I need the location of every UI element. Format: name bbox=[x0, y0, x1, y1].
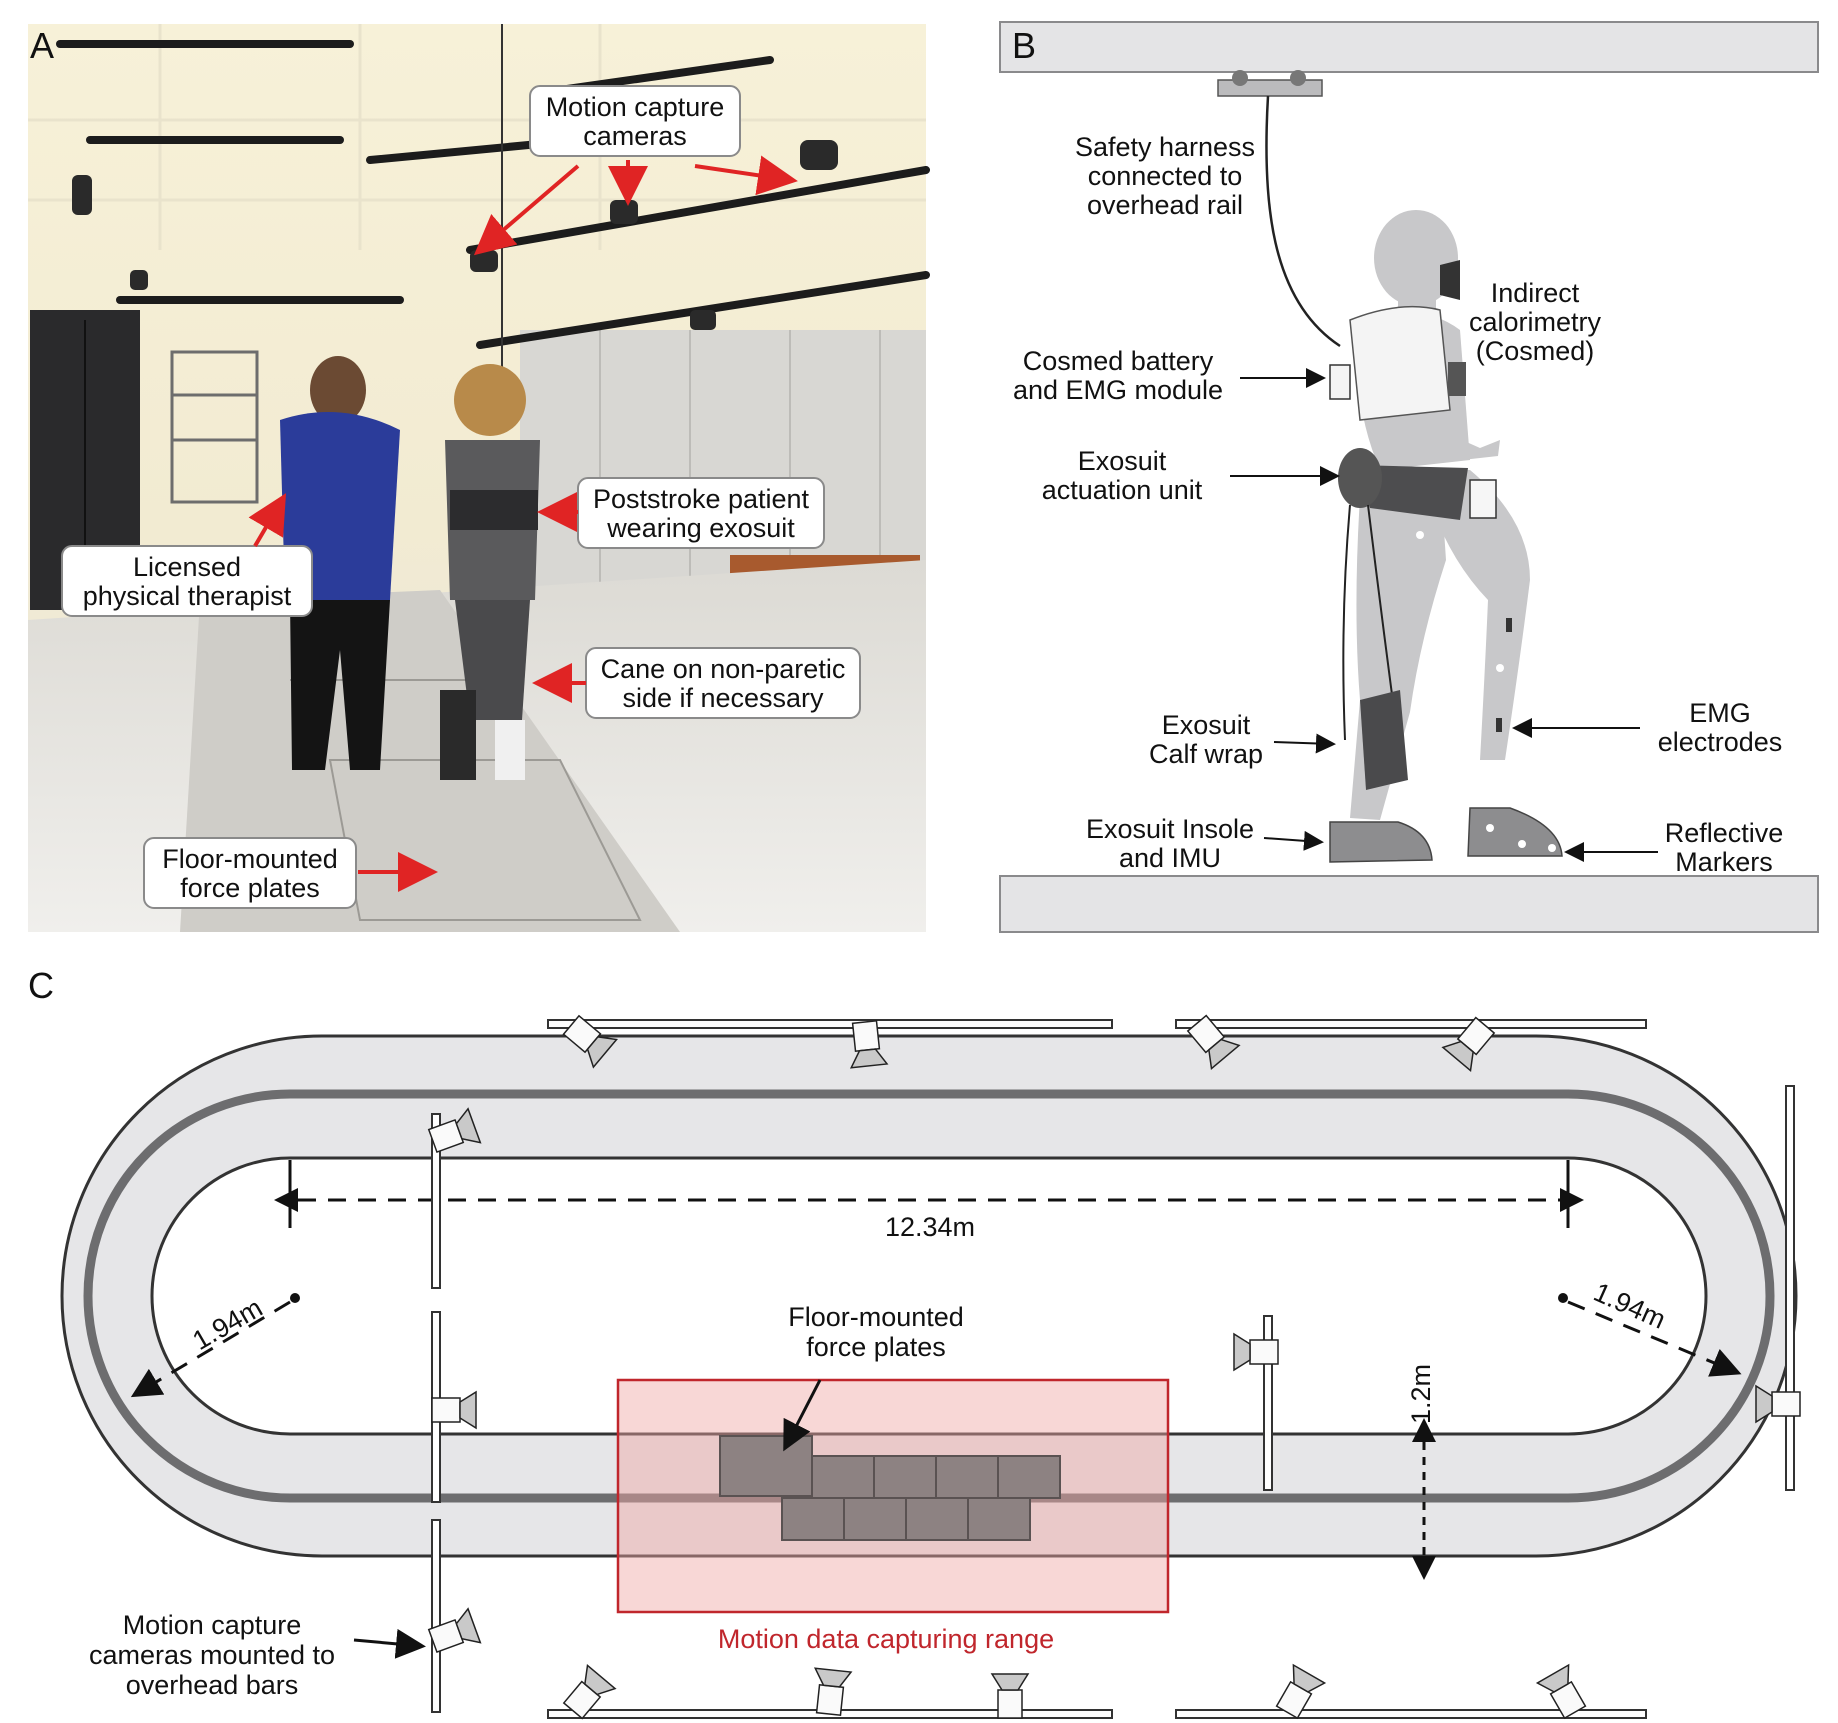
svg-text:cameras: cameras bbox=[583, 121, 687, 151]
label-harness: Safety harness connected to overhead rai… bbox=[1075, 132, 1255, 220]
track-inner bbox=[150, 1156, 1708, 1436]
label-insole: Exosuit Insole and IMU bbox=[1086, 814, 1254, 873]
ground-strip bbox=[999, 875, 1819, 933]
callout-poststroke: Poststroke patient wearing exosuit bbox=[577, 477, 825, 549]
label-cameras-c: Motion capture cameras mounted to overhe… bbox=[89, 1610, 335, 1700]
svg-text:overhead bars: overhead bars bbox=[126, 1670, 299, 1700]
svg-text:Motion capture: Motion capture bbox=[546, 92, 725, 122]
svg-text:Indirect: Indirect bbox=[1491, 278, 1580, 308]
svg-text:Motion capture: Motion capture bbox=[123, 1610, 302, 1640]
camera-icon bbox=[991, 1673, 1029, 1719]
label-calf-wrap: Exosuit Calf wrap bbox=[1149, 710, 1263, 769]
label-markers: Reflective Markers bbox=[1665, 818, 1784, 877]
panel-b: B bbox=[999, 21, 1819, 933]
svg-text:calorimetry: calorimetry bbox=[1469, 307, 1602, 337]
svg-text:Markers: Markers bbox=[1675, 847, 1773, 877]
callout-force-plates: Floor-mounted force plates bbox=[143, 837, 357, 909]
svg-text:Cane on non-paretic: Cane on non-paretic bbox=[601, 654, 846, 684]
svg-text:cameras mounted to: cameras mounted to bbox=[89, 1640, 335, 1670]
svg-text:Exosuit: Exosuit bbox=[1162, 710, 1251, 740]
svg-text:Floor-mounted: Floor-mounted bbox=[162, 844, 338, 874]
svg-text:force plates: force plates bbox=[806, 1332, 946, 1362]
svg-text:and IMU: and IMU bbox=[1119, 843, 1221, 873]
dim-straight-length: 12.34m bbox=[885, 1212, 975, 1242]
svg-text:connected to: connected to bbox=[1088, 161, 1243, 191]
label-calorimetry: Indirect calorimetry (Cosmed) bbox=[1469, 278, 1602, 366]
svg-text:electrodes: electrodes bbox=[1658, 727, 1783, 757]
svg-text:and EMG module: and EMG module bbox=[1013, 375, 1223, 405]
track-lane-line bbox=[83, 1089, 1775, 1503]
photo-arrows bbox=[248, 155, 798, 892]
callout-motion-capture: Motion capture cameras bbox=[529, 85, 741, 157]
svg-text:(Cosmed): (Cosmed) bbox=[1476, 336, 1595, 366]
svg-text:Safety harness: Safety harness bbox=[1075, 132, 1255, 162]
svg-text:Reflective: Reflective bbox=[1665, 818, 1784, 848]
svg-text:Poststroke patient: Poststroke patient bbox=[593, 484, 810, 514]
callout-therapist: Licensed physical therapist bbox=[61, 545, 313, 617]
label-cosmed-battery: Cosmed battery and EMG module bbox=[1013, 346, 1223, 405]
svg-text:EMG: EMG bbox=[1689, 698, 1751, 728]
panel-c: C 12.34m 1.94m bbox=[28, 965, 1801, 1723]
setup-arrows bbox=[1230, 368, 1658, 862]
label-force-plates-c: Floor-mounted force plates bbox=[788, 1302, 964, 1362]
svg-text:Calf wrap: Calf wrap bbox=[1149, 739, 1263, 769]
svg-text:actuation unit: actuation unit bbox=[1042, 475, 1203, 505]
panel-letter-c: C bbox=[28, 965, 54, 1006]
svg-text:overhead rail: overhead rail bbox=[1087, 190, 1243, 220]
callout-cane: Cane on non-paretic side if necessary bbox=[585, 647, 861, 719]
camera-icon bbox=[431, 1391, 477, 1429]
patient-figure bbox=[440, 364, 540, 780]
label-capture-range: Motion data capturing range bbox=[718, 1624, 1054, 1654]
camera-icon bbox=[1233, 1333, 1279, 1371]
panel-letter-b: B bbox=[1012, 25, 1036, 66]
label-actuation: Exosuit actuation unit bbox=[1042, 446, 1203, 505]
force-plates-grid bbox=[719, 1435, 1061, 1541]
panel-a: A Motion capture cameras Poststroke pati… bbox=[28, 24, 930, 932]
camera-icon bbox=[1755, 1385, 1801, 1423]
label-emg: EMG electrodes bbox=[1658, 698, 1783, 757]
svg-text:Exosuit: Exosuit bbox=[1078, 446, 1167, 476]
svg-text:Floor-mounted: Floor-mounted bbox=[788, 1302, 964, 1332]
svg-text:wearing exosuit: wearing exosuit bbox=[606, 513, 795, 543]
overhead-rail bbox=[999, 21, 1819, 73]
dim-lane-width: 1.2m bbox=[1406, 1364, 1436, 1424]
svg-text:side if necessary: side if necessary bbox=[622, 683, 824, 713]
camera-icon bbox=[809, 1667, 852, 1717]
svg-text:Cosmed battery: Cosmed battery bbox=[1023, 346, 1214, 376]
svg-text:Licensed: Licensed bbox=[133, 552, 241, 582]
svg-text:force plates: force plates bbox=[180, 873, 320, 903]
svg-text:Exosuit Insole: Exosuit Insole bbox=[1086, 814, 1254, 844]
svg-text:physical therapist: physical therapist bbox=[83, 581, 292, 611]
panel-letter-a: A bbox=[30, 25, 54, 66]
